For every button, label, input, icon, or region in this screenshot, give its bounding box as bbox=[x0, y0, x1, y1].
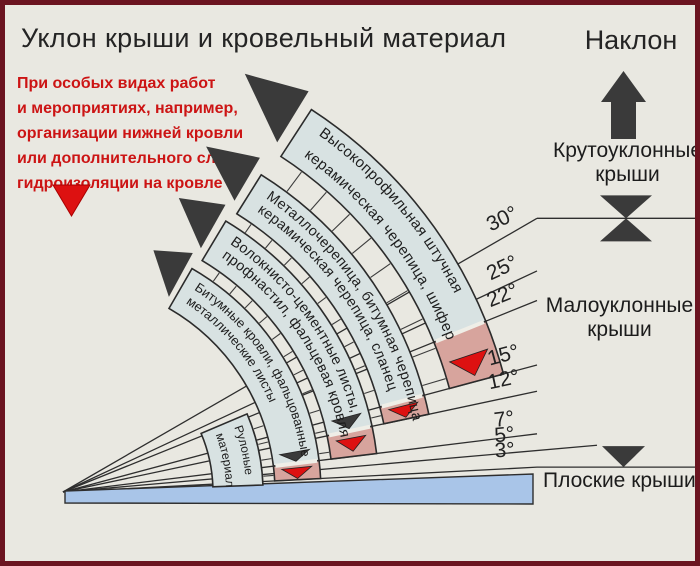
degree-label-5: 5° bbox=[493, 423, 515, 448]
gap-tick bbox=[370, 263, 391, 278]
gap-tick bbox=[244, 300, 253, 309]
slope-header: Наклон bbox=[584, 25, 678, 55]
gap-tick bbox=[317, 297, 327, 304]
gap-tick bbox=[244, 224, 252, 233]
gap-tick bbox=[283, 350, 293, 358]
degree-label-22: 22° bbox=[484, 279, 522, 312]
steep-roofs-label: Крутоуклонные крыши bbox=[545, 139, 700, 187]
gap-tick bbox=[302, 389, 313, 395]
low-slope-roofs-label: Малоуклонные крыши bbox=[537, 294, 695, 342]
steep-boundary-marker-bottom bbox=[600, 218, 652, 242]
gap-tick bbox=[352, 237, 372, 254]
gap-tick bbox=[319, 451, 330, 455]
gap-tick bbox=[386, 290, 408, 304]
page-title: Уклон крыши и кровельный материал bbox=[21, 23, 507, 53]
band-roll-materials bbox=[200, 412, 264, 488]
note-line: организации нижней кровли bbox=[17, 125, 244, 142]
gap-tick bbox=[371, 415, 382, 419]
gap-tick bbox=[301, 276, 310, 285]
band-bitumen-roll-zone-divider bbox=[275, 458, 318, 468]
special-works-legend-triangle bbox=[52, 184, 91, 217]
gap-tick bbox=[412, 347, 436, 358]
gap-tick bbox=[212, 272, 220, 282]
gap-tick bbox=[344, 341, 354, 348]
flat-boundary-marker bbox=[602, 446, 645, 468]
band-high-profile-ceramic-zone-divider bbox=[434, 320, 485, 344]
slope-up-arrow-head bbox=[601, 71, 646, 102]
band-roll-materials-main-zone bbox=[200, 412, 264, 488]
band-high-profile-ceramic-max-slope-arrow bbox=[244, 73, 309, 143]
gap-tick bbox=[331, 213, 350, 232]
gap-tick bbox=[315, 430, 326, 434]
gap-tick bbox=[309, 409, 320, 414]
degree-label-3: 3° bbox=[494, 438, 515, 462]
gap-tick bbox=[258, 441, 269, 445]
gap-tick bbox=[364, 389, 374, 395]
steep-boundary-marker-top bbox=[600, 195, 652, 219]
low-slope-roofs-line2: крыши bbox=[587, 318, 652, 341]
flat-roof-bar bbox=[64, 473, 534, 505]
gap-tick bbox=[286, 171, 302, 192]
band-bitumen-roll-special-marker bbox=[280, 465, 313, 479]
band-bitumen-roll-min-slope-marker bbox=[278, 448, 311, 462]
note-line: или дополнительного слоя bbox=[17, 150, 235, 167]
note-line: и мероприятиях, например, bbox=[17, 100, 238, 117]
band-fiber-cement-min-slope-marker bbox=[330, 412, 362, 430]
gap-tick bbox=[331, 318, 341, 325]
band-fiber-cement-special-marker bbox=[335, 434, 367, 452]
band-roll-materials-label-line2: материалы bbox=[5, 5, 237, 487]
gap-tick bbox=[253, 425, 264, 430]
low-slope-roofs-line1: Малоуклонные bbox=[545, 294, 694, 317]
gap-tick bbox=[355, 365, 365, 371]
band-fiber-cement-max-slope-arrow bbox=[178, 198, 226, 249]
steep-roofs-line2: крыши bbox=[595, 163, 660, 186]
band-fiber-cement-zone-divider bbox=[328, 424, 371, 438]
ray-5deg bbox=[62, 444, 598, 493]
degree-label-25: 25° bbox=[483, 251, 522, 285]
band-high-profile-ceramic bbox=[279, 108, 505, 390]
gap-tick bbox=[284, 257, 292, 266]
gap-tick bbox=[261, 458, 272, 461]
band-high-profile-ceramic-special-marker bbox=[448, 348, 489, 377]
gap-tick bbox=[263, 474, 274, 477]
gap-tick bbox=[422, 378, 446, 387]
band-metal-tile-max-slope-arrow bbox=[206, 146, 260, 201]
gap-tick bbox=[229, 285, 237, 295]
band-metal-tile-special-marker bbox=[387, 401, 419, 418]
degree-label-7: 7° bbox=[493, 407, 516, 432]
steep-roofs-line1: Крутоуклонные bbox=[552, 139, 700, 162]
gap-tick bbox=[293, 369, 304, 376]
gap-tick bbox=[400, 318, 423, 330]
gap-tick bbox=[271, 333, 281, 340]
gap-tick bbox=[310, 191, 327, 211]
band-roll-materials-text-line2: материалы bbox=[5, 5, 237, 487]
slope-up-arrow-shaft bbox=[611, 101, 636, 139]
gap-tick bbox=[265, 240, 273, 249]
gap-tick bbox=[258, 316, 268, 324]
band-metal-tile-zone-divider bbox=[381, 393, 423, 409]
band-high-profile-ceramic-special-zone bbox=[432, 320, 505, 390]
band-bitumen-roll-max-slope-arrow bbox=[153, 250, 193, 297]
note-line: При особых видах работ bbox=[17, 75, 216, 92]
flat-roofs-label: Плоские крыши bbox=[543, 469, 696, 492]
